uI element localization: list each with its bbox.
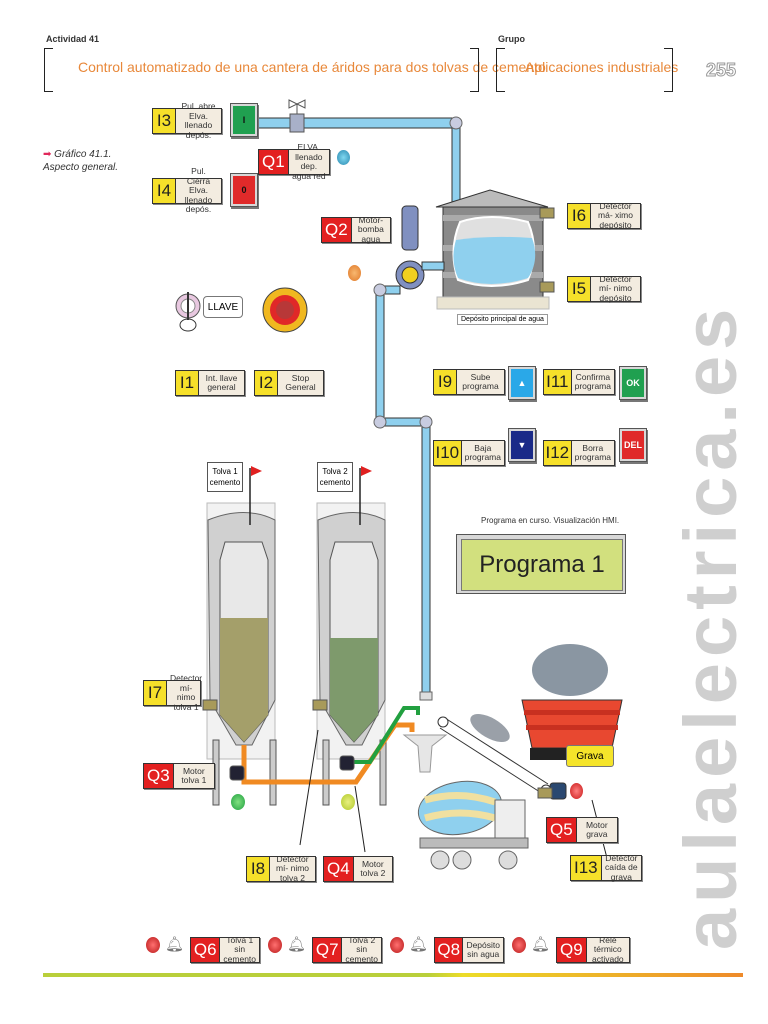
sensor-hopper-1 (202, 699, 218, 711)
bracket-left (44, 48, 53, 92)
lamp-q3-icon (231, 794, 245, 810)
lamp-q5-icon (570, 783, 583, 799)
confirm-program-button[interactable]: OK (619, 366, 647, 400)
water-tank (435, 189, 555, 310)
sensor-hopper-2 (312, 699, 328, 711)
emergency-stop-icon (262, 287, 308, 333)
alarm-lamp-q7-icon (268, 937, 282, 953)
bracket-right (470, 48, 479, 92)
gravel-bin (521, 644, 623, 760)
hmi-display: Programa 1 (461, 539, 623, 591)
bell-q8-icon: 🔔︎ (409, 936, 429, 953)
alarm-lamp-q9-icon (512, 937, 526, 953)
tank-label: Depósito principal de agua (457, 314, 548, 325)
arrow-q4 (354, 785, 366, 853)
lamp-q2-icon (348, 265, 361, 281)
key-switch[interactable]: LLAVE (203, 296, 243, 318)
figure-caption: ➡ Gráfico 41.1. Aspecto general. (43, 148, 118, 174)
close-valve-button[interactable]: 0 (230, 173, 258, 207)
alarm-lamp-q8-icon (390, 937, 404, 953)
sensor-max (539, 207, 555, 219)
caption-line2: Aspecto general. (43, 162, 119, 173)
program-down-button[interactable]: ▼ (508, 428, 536, 462)
activity-title: Control automatizado de una cantera de á… (78, 59, 546, 75)
gravel-sensor-icon (537, 787, 553, 799)
hopper-1 (202, 466, 277, 806)
pump-outlet-pipe (373, 283, 433, 701)
bell-q6-icon: 🔔︎ (165, 936, 185, 953)
group-title: Aplicaciones industriales (525, 59, 679, 75)
gravel-conveyor (437, 714, 567, 800)
bell-q9-icon: 🔔︎ (531, 936, 551, 953)
delete-program-button[interactable]: DEL (619, 428, 647, 462)
motor-hopper-2-icon (339, 755, 355, 771)
key-switch-icon (175, 292, 201, 332)
hmi-screen: Programa 1 (456, 534, 626, 594)
activity-label: Actividad 41 (46, 34, 100, 44)
lamp-q4-icon (341, 794, 355, 810)
hopper-2-fill (330, 638, 378, 742)
alarm-lamp-q6-icon (146, 937, 160, 953)
group-label: Grupo (498, 34, 525, 44)
open-valve-button[interactable]: I (230, 103, 258, 137)
bracket-left-group (496, 48, 505, 92)
hopper-2 (312, 466, 387, 806)
program-up-button[interactable]: ▲ (508, 366, 536, 400)
footer-bar (43, 973, 743, 977)
water-pump-icon (395, 205, 445, 290)
page-number: 255 (705, 60, 737, 81)
funnel (402, 734, 448, 773)
bracket-right-group (664, 48, 673, 92)
lamp-q1-icon (337, 150, 350, 165)
gravel-label: Grava (566, 745, 614, 767)
solenoid-valve-icon (288, 99, 306, 133)
bell-q7-icon: 🔔︎ (287, 936, 307, 953)
caption-line1: Gráfico 41.1. (54, 149, 112, 160)
arrow-i8 (299, 729, 319, 846)
hopper-1-fill (220, 618, 268, 742)
mixer-truck-icon (417, 780, 529, 870)
sensor-min (539, 281, 555, 293)
hmi-caption: Programa en curso. Visualización HMI. (481, 516, 620, 525)
arrow-icon: ➡ (43, 149, 52, 160)
emergency-stop-button[interactable] (263, 288, 307, 332)
motor-hopper-1-icon (229, 765, 245, 781)
